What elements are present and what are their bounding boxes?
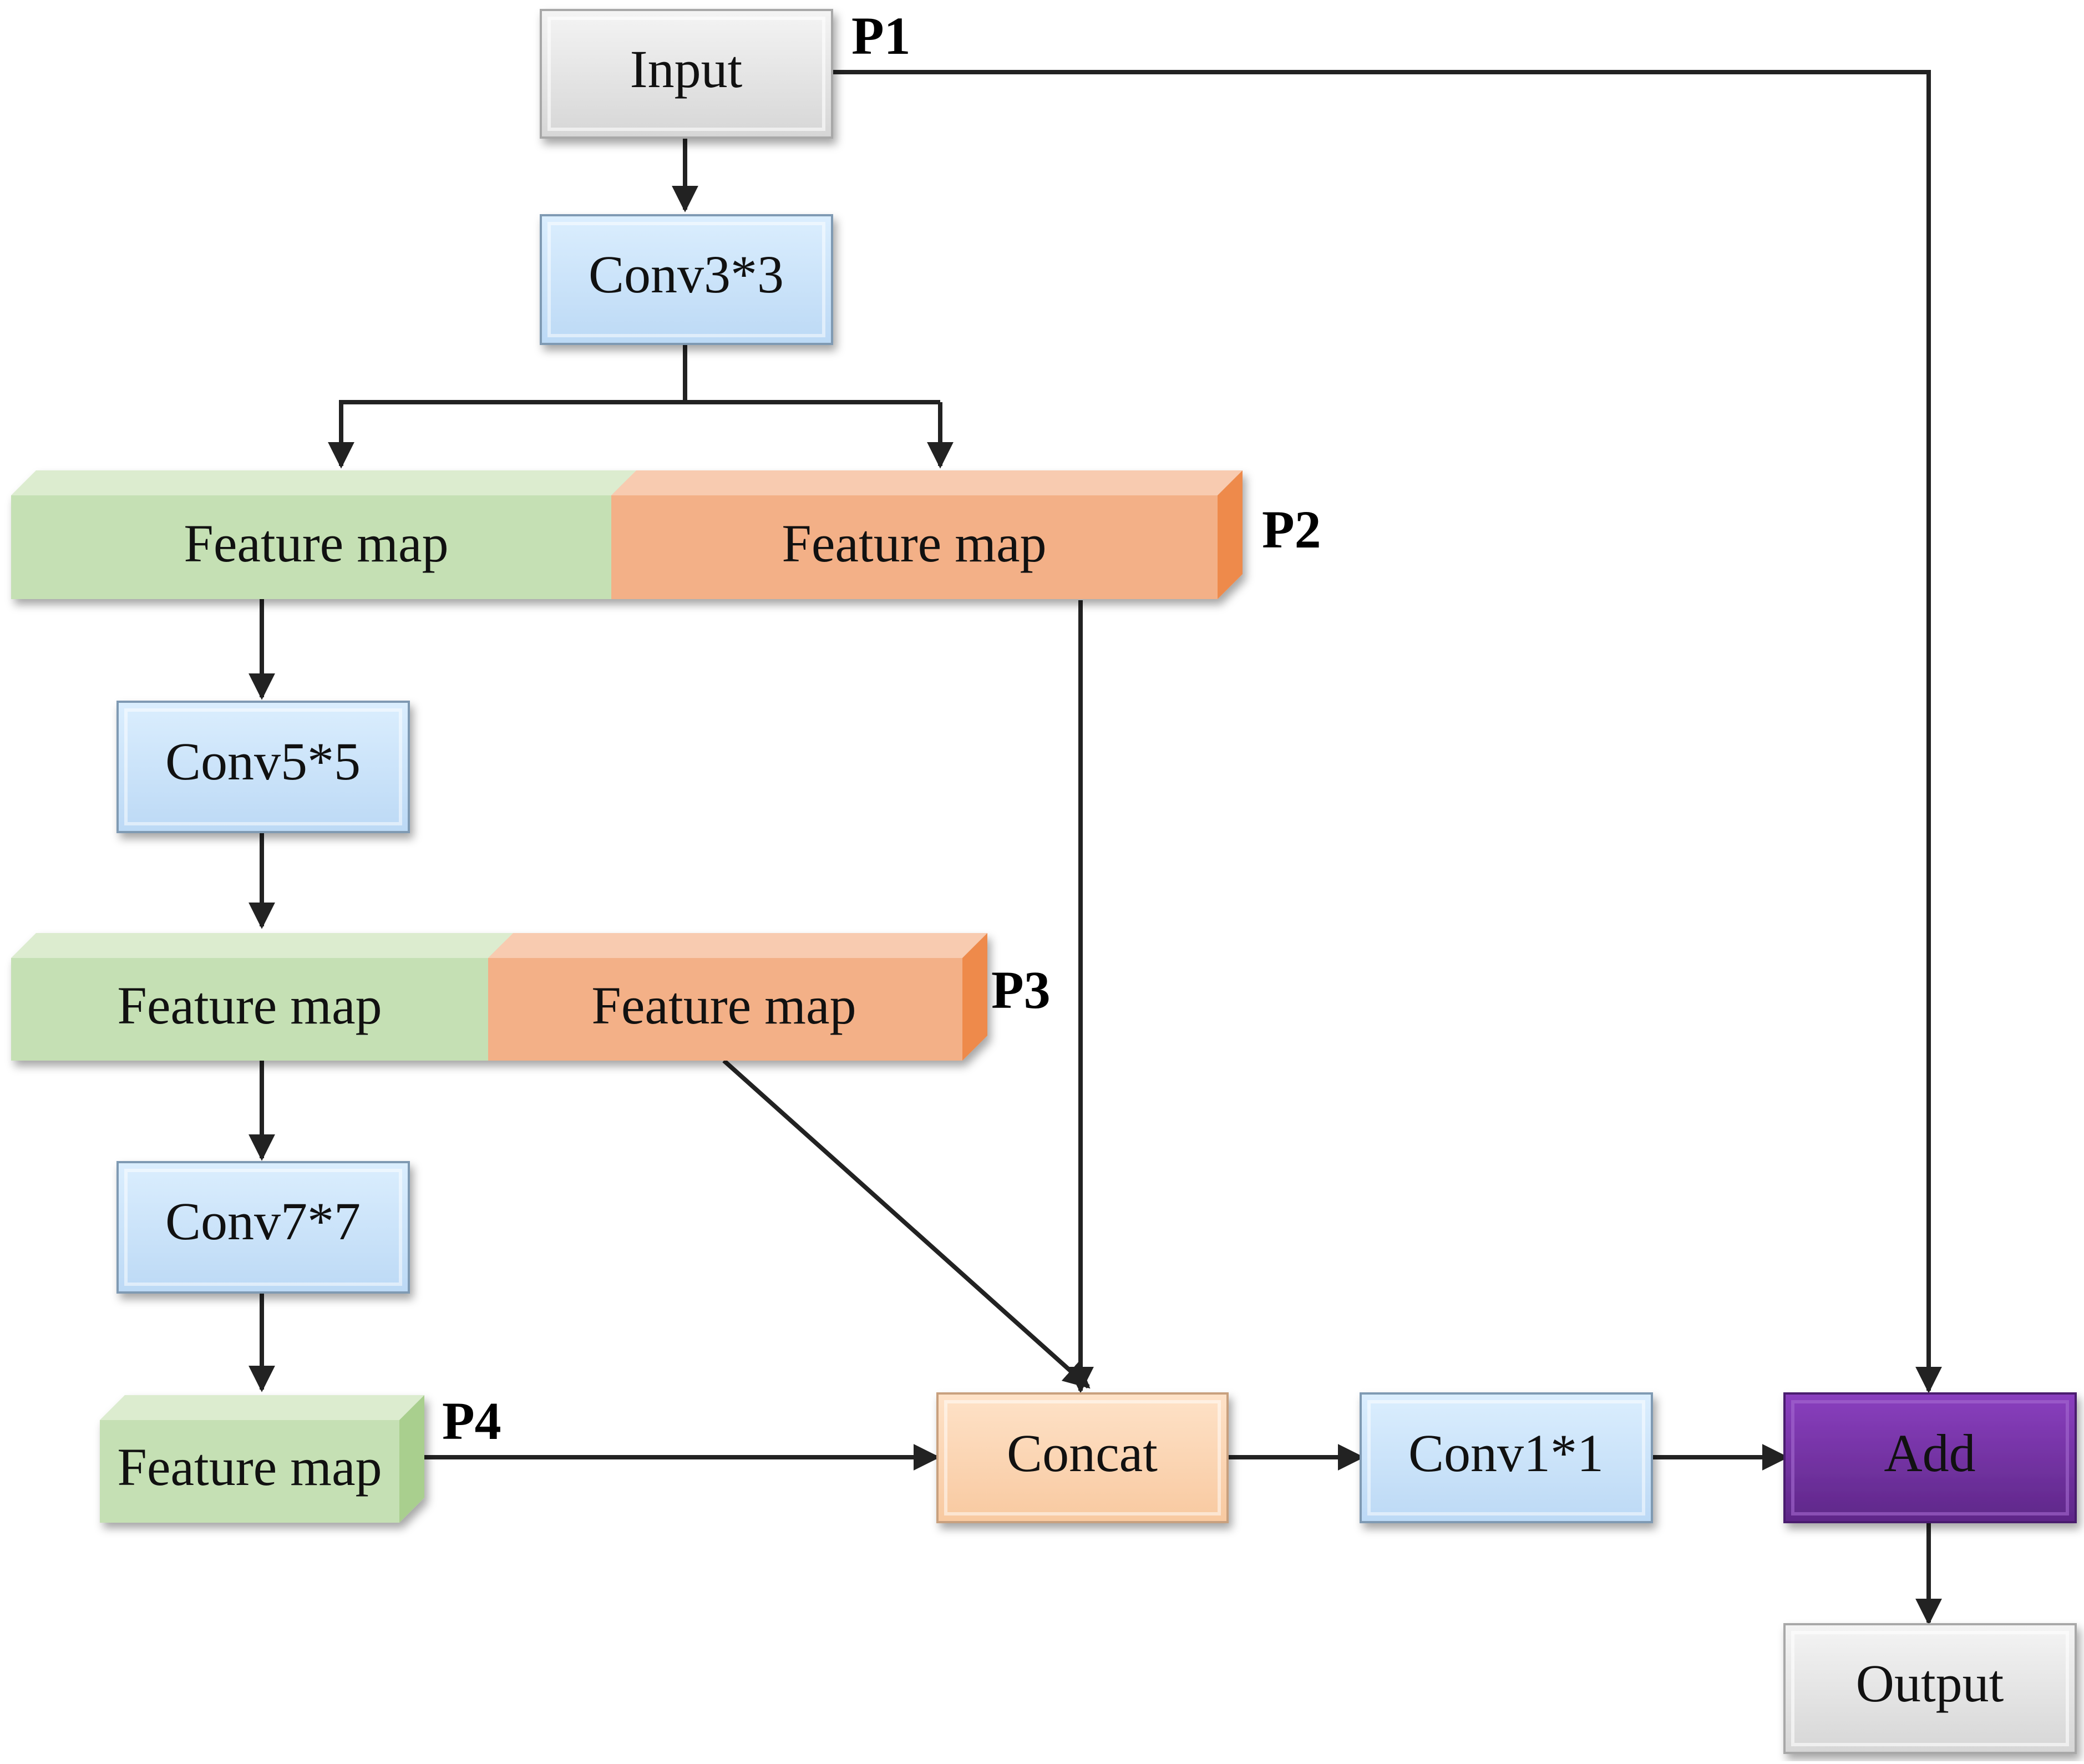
tag-p1: P1 <box>851 6 911 65</box>
conv55-node <box>116 701 410 833</box>
conv33-label: Conv3*3 <box>589 245 784 304</box>
add-node <box>1783 1392 2077 1523</box>
feature-map-p4 <box>100 1395 424 1523</box>
add-label: Add <box>1884 1423 1975 1483</box>
tag-p2: P2 <box>1262 500 1321 559</box>
fm-p4-label: Feature map <box>117 1437 382 1497</box>
fm-p3-right-label: Feature map <box>591 976 856 1035</box>
concat-node <box>936 1392 1229 1523</box>
conv55-label: Conv5*5 <box>165 732 361 791</box>
conv11-label: Conv1*1 <box>1408 1423 1604 1483</box>
feature-map-p3 <box>11 933 987 1061</box>
fm-p2-right-label: Feature map <box>782 514 1046 573</box>
arrow-conv33-to-feature-maps <box>328 343 687 469</box>
conv33-node <box>540 214 833 345</box>
conv11-node <box>1360 1392 1653 1523</box>
output-label: Output <box>1856 1654 2004 1713</box>
fm-p2-left-label: Feature map <box>184 514 448 573</box>
connectors <box>249 70 1942 1625</box>
tag-p4: P4 <box>442 1391 501 1451</box>
tag-p3: P3 <box>991 960 1051 1020</box>
arrow-fm-p3-to-concat <box>722 1059 1091 1389</box>
input-label: Input <box>630 39 743 99</box>
concat-label: Concat <box>1007 1423 1158 1483</box>
input-node <box>540 9 833 139</box>
conv77-node <box>116 1161 410 1294</box>
feature-map-p2 <box>11 470 1243 599</box>
output-node <box>1783 1623 2077 1754</box>
conv77-label: Conv7*7 <box>165 1192 361 1251</box>
arrow-skip-input-to-add <box>832 70 1942 1393</box>
fm-p3-left-label: Feature map <box>117 976 382 1035</box>
